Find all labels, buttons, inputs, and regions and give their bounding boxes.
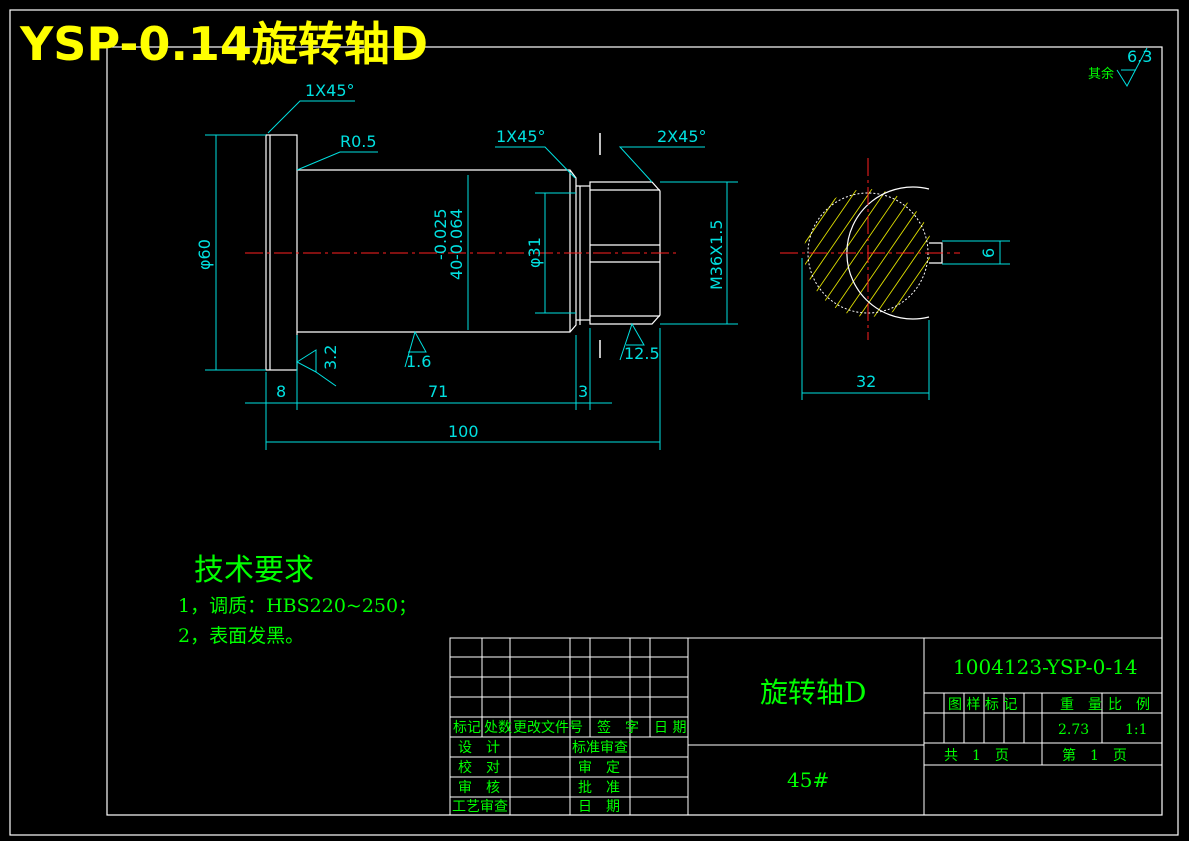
tb-drawing-no: 1004123-YSP-0-14 (953, 655, 1138, 679)
tb-biaozhun: 标准审查 (572, 740, 628, 756)
label-section-32: 32 (856, 372, 876, 391)
tb-riqi2: 日 期 (578, 799, 620, 815)
tb-chushu: 处数 (484, 720, 512, 736)
label-diameter-40: 40 (447, 260, 466, 280)
tb-tuyang: 图 样 标 记 (948, 697, 1017, 713)
title-block-grid (449, 637, 1163, 816)
leader-lines (267, 100, 705, 183)
dim-section (801, 240, 1010, 400)
tb-pizhun: 批 准 (578, 780, 620, 796)
label-tol-lower: -0.064 (447, 208, 466, 260)
section-view (780, 158, 960, 340)
label-chamfer-left: 1X45° (305, 81, 355, 100)
dim-lengths (245, 328, 661, 450)
tb-jiaodui: 校 对 (458, 759, 500, 776)
label-diameter-60: φ60 (195, 239, 214, 270)
tb-qianzi: 签 字 (597, 719, 639, 736)
tb-sheet-no: 第 1 页 (1062, 747, 1127, 764)
tb-gongyi: 工艺审查 (452, 799, 508, 815)
label-chamfer-mid: 1X45° (496, 127, 546, 146)
dim-diameter-60 (205, 134, 266, 371)
tb-biaoji: 标记 (453, 720, 481, 736)
label-radius: R0.5 (340, 132, 377, 151)
tb-scale: 1:1 (1125, 722, 1148, 738)
outer-frame (9, 9, 1179, 836)
label-tol-upper: -0.025 (431, 208, 450, 260)
roughness-other-value: 6.3 (1127, 47, 1152, 66)
tb-material: 45# (787, 768, 829, 792)
tb-riqi: 日 期 (654, 720, 686, 736)
label-chamfer-right: 2X45° (657, 127, 707, 146)
label-len-71: 71 (428, 382, 448, 401)
label-len-8: 8 (276, 382, 286, 401)
roughness-other-symbol (1116, 47, 1148, 88)
label-diameter-31: φ31 (525, 237, 544, 268)
roughness-symbols (296, 322, 645, 387)
tb-sheji: 设 计 (458, 740, 500, 756)
label-len-100: 100 (448, 422, 479, 441)
label-thread: M36X1.5 (707, 219, 726, 290)
tb-weight: 2.73 (1058, 722, 1089, 738)
label-r16: 1.6 (406, 352, 431, 371)
tb-sheets-total: 共 1 页 (944, 748, 1009, 764)
roughness-other-label: 其余 (1088, 66, 1114, 82)
requirements-heading: 技术要求 (194, 553, 314, 588)
drawing-title: YSP-0.14旋转轴D (19, 17, 428, 71)
requirements-line1: 1，调质：HBS220~250； (178, 595, 417, 617)
label-r125: 12.5 (624, 344, 660, 363)
tb-wenjian: 更改文件号 (513, 720, 583, 736)
tb-shending: 审 定 (578, 760, 620, 776)
tb-zhongliang: 重 量 (1060, 697, 1102, 713)
tb-bili: 比 例 (1108, 697, 1150, 713)
label-keyway-6: 6 (979, 248, 998, 258)
tb-part-name: 旋转轴D (760, 676, 866, 709)
requirements-line2: 2，表面发黑。 (178, 625, 304, 647)
dim-thread (660, 181, 738, 325)
tb-shenhe: 审 核 (458, 780, 500, 796)
dim-diameter-31 (535, 192, 576, 314)
label-len-3: 3 (578, 382, 588, 401)
label-r32: 3.2 (321, 345, 340, 370)
